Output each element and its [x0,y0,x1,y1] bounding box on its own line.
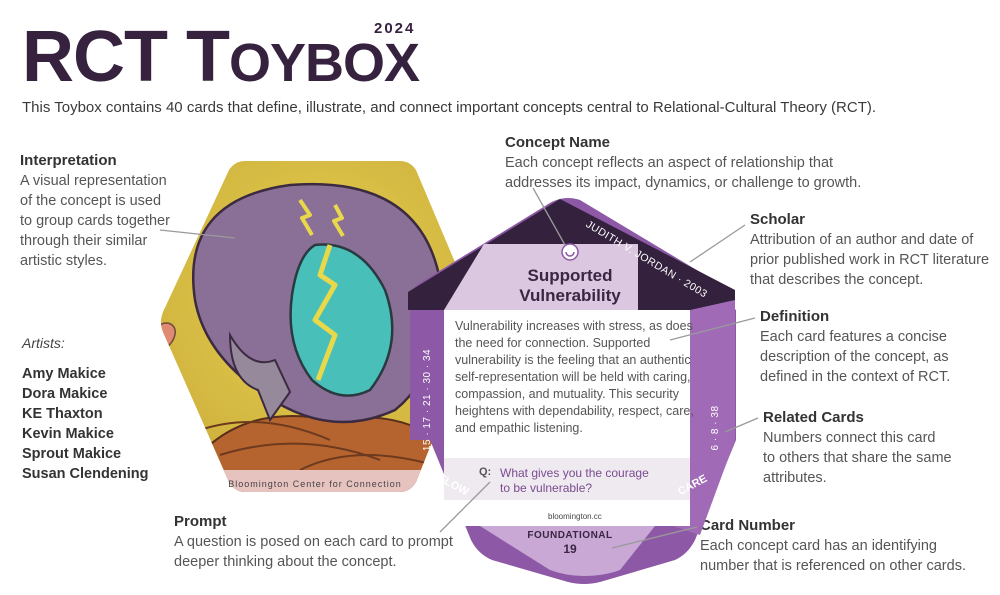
concept-name-line1: Supported [528,266,613,285]
interpretation-callout: Interpretation A visual representation o… [20,152,195,271]
artist-name: Dora Makice [22,386,108,402]
definition-leader [669,317,756,341]
concept-card: Supported Vulnerability JUDITH V. JORDAN… [408,198,736,584]
artist-name: Susan Clendening [22,466,149,482]
artist-name: KE Thaxton [22,406,103,422]
artist-name: Amy Makice [22,366,106,382]
card-definition: Vulnerability increases with stress, as … [455,319,694,435]
interpretation-text: A visual representation of the concept i… [20,173,170,269]
prompt-leader [439,481,491,533]
artist-name: Kevin Makice [22,426,114,442]
prompt-callout: Prompt A question is posed on each card … [174,513,474,572]
scholar-leader [689,224,746,263]
card-prompt: What gives you the courage to be vulnera… [500,466,649,495]
page-title: RCT TOYBOX [22,17,420,97]
related-cards-text: Numbers connect this card to others that… [763,430,952,486]
definition-title: Definition [760,308,830,325]
lightning-icon [332,204,345,238]
leader-lines [159,187,759,549]
intro-text: This Toybox contains 40 cards that defin… [22,99,877,116]
interpretation-leader [159,229,236,239]
lightning-icon [298,198,314,237]
art-footer-band [161,470,478,492]
interpretation-title: Interpretation [20,152,117,169]
card-number-leader [611,526,698,549]
card-number-text: Each concept card has an identifying num… [700,538,966,574]
heart-icon [161,322,176,357]
scholar-title: Scholar [750,211,806,228]
bird-beak-shape [228,331,292,423]
card-prompt-label: Q: [479,466,492,478]
egg-shape [289,243,394,397]
card-name-band [444,244,638,310]
concept-emblem-icon [561,243,579,261]
concept-name-line2: Vulnerability [519,286,621,305]
card-prompt-panel [444,458,690,500]
card-website: bloomington.cc [548,512,602,521]
concept-name-text: Each concept reflects an aspect of relat… [505,155,862,191]
related-cards-title: Related Cards [763,409,864,426]
card-number-band [480,526,655,576]
egg-crack-line [312,244,338,381]
related-cards-callout: Related Cards Numbers connect this card … [763,409,988,488]
card-number: 19 [563,542,577,556]
definition-text: Each card features a concise description… [760,329,951,385]
scholar-callout: Scholar Attribution of an author and dat… [750,211,990,290]
related-cards-leader [724,417,759,433]
concept-name-leader [532,187,566,246]
artists-label: Artists: [22,335,65,351]
card-website-panel [444,500,690,526]
art-card-footer: Bloomington Center for Connection [228,479,402,489]
concept-name-title: Concept Name [505,134,611,151]
card-number-title: Card Number [700,517,796,534]
concept-name-callout: Concept Name Each concept reflects an as… [505,134,905,193]
card-category: FOUNDATIONAL [527,530,612,541]
card-definition-panel [444,310,690,458]
card-right-related: 6 · 8 · 38 [710,405,721,450]
scholar-text: Attribution of an author and date of pri… [750,232,990,288]
definition-callout: Definition Each card features a concise … [760,308,990,387]
prompt-title: Prompt [174,513,227,530]
year-label: 2024 [374,20,416,37]
prompt-text: A question is posed on each card to prom… [174,534,453,570]
card-number-callout: Card Number Each concept card has an ide… [700,517,990,576]
card-left-related: 15 · 17 · 21 · 30 · 34 [422,349,433,451]
artist-name: Sprout Makice [22,446,122,462]
